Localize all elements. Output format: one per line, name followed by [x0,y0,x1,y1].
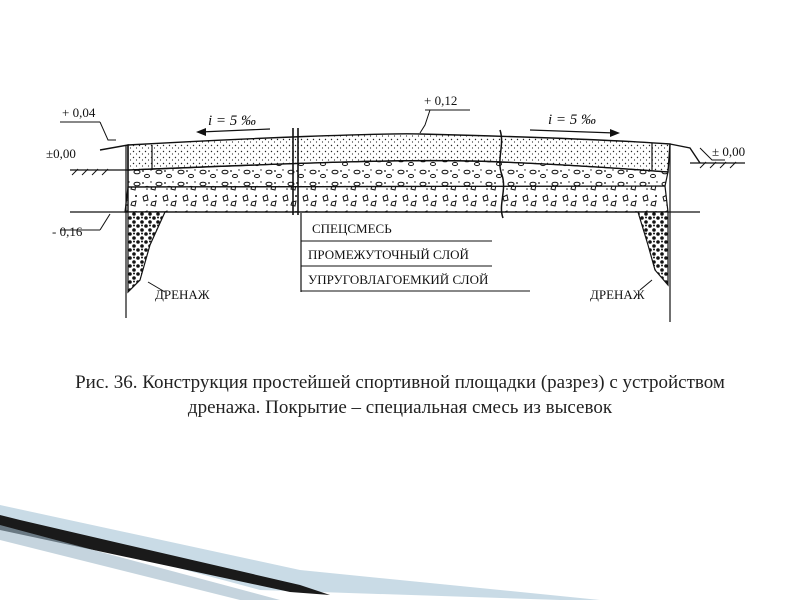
elev-left-top-label: + 0,04 [62,105,96,120]
layer-label-elastic: УПРУГОВЛАГОЕМКИЙ СЛОЙ [308,272,488,287]
slope-right-label: i = 5 ‰ [548,112,596,128]
drain-left-label: ДРЕНАЖ [155,287,210,302]
drain-left-shape [127,211,166,294]
layer-special-mix [127,133,671,173]
figure-caption: Рис. 36. Конструкция простейшей спортивн… [40,370,760,420]
slope-arrow-left [196,128,271,136]
ground-hatch-right [699,161,737,169]
break-line-left [292,128,299,215]
swoosh-mid [0,525,280,600]
elev-right-leader [699,147,725,161]
swoosh-dark [0,515,330,595]
elev-center-leader [419,109,431,134]
elev-left-zero-label: ±0,00 [46,146,76,161]
caption-line-1: Рис. 36. Конструкция простейшей спортивн… [75,372,725,393]
elev-left-top-leader [99,121,116,141]
drain-right-leader [639,279,653,291]
caption-line-2: дренажа. Покрытие – специальная смесь из… [187,397,613,418]
layer-elastic [124,185,669,213]
elev-left-bottom-leader [99,213,111,231]
slope-arrow-right [529,129,620,137]
drain-right-shape [637,211,669,287]
edge-left [99,144,129,212]
drain-right-label: ДРЕНАЖ [590,287,645,302]
elev-right-zero-label: ± 0,00 [712,144,745,159]
ground-hatch-left [71,168,109,176]
layer-label-intermediate: ПРОМЕЖУТОЧНЫЙ СЛОЙ [308,247,469,262]
swoosh-light [0,505,600,600]
elev-left-bottom-label: - 0,16 [52,224,83,239]
slope-left-label: i = 5 ‰ [208,113,256,129]
break-line-right [499,129,505,219]
drain-left-leader [147,281,166,293]
layer-label-special-mix: СПЕЦСМЕСЬ [312,221,392,236]
edge-right [669,143,701,164]
elev-center-top-label: + 0,12 [424,93,457,108]
